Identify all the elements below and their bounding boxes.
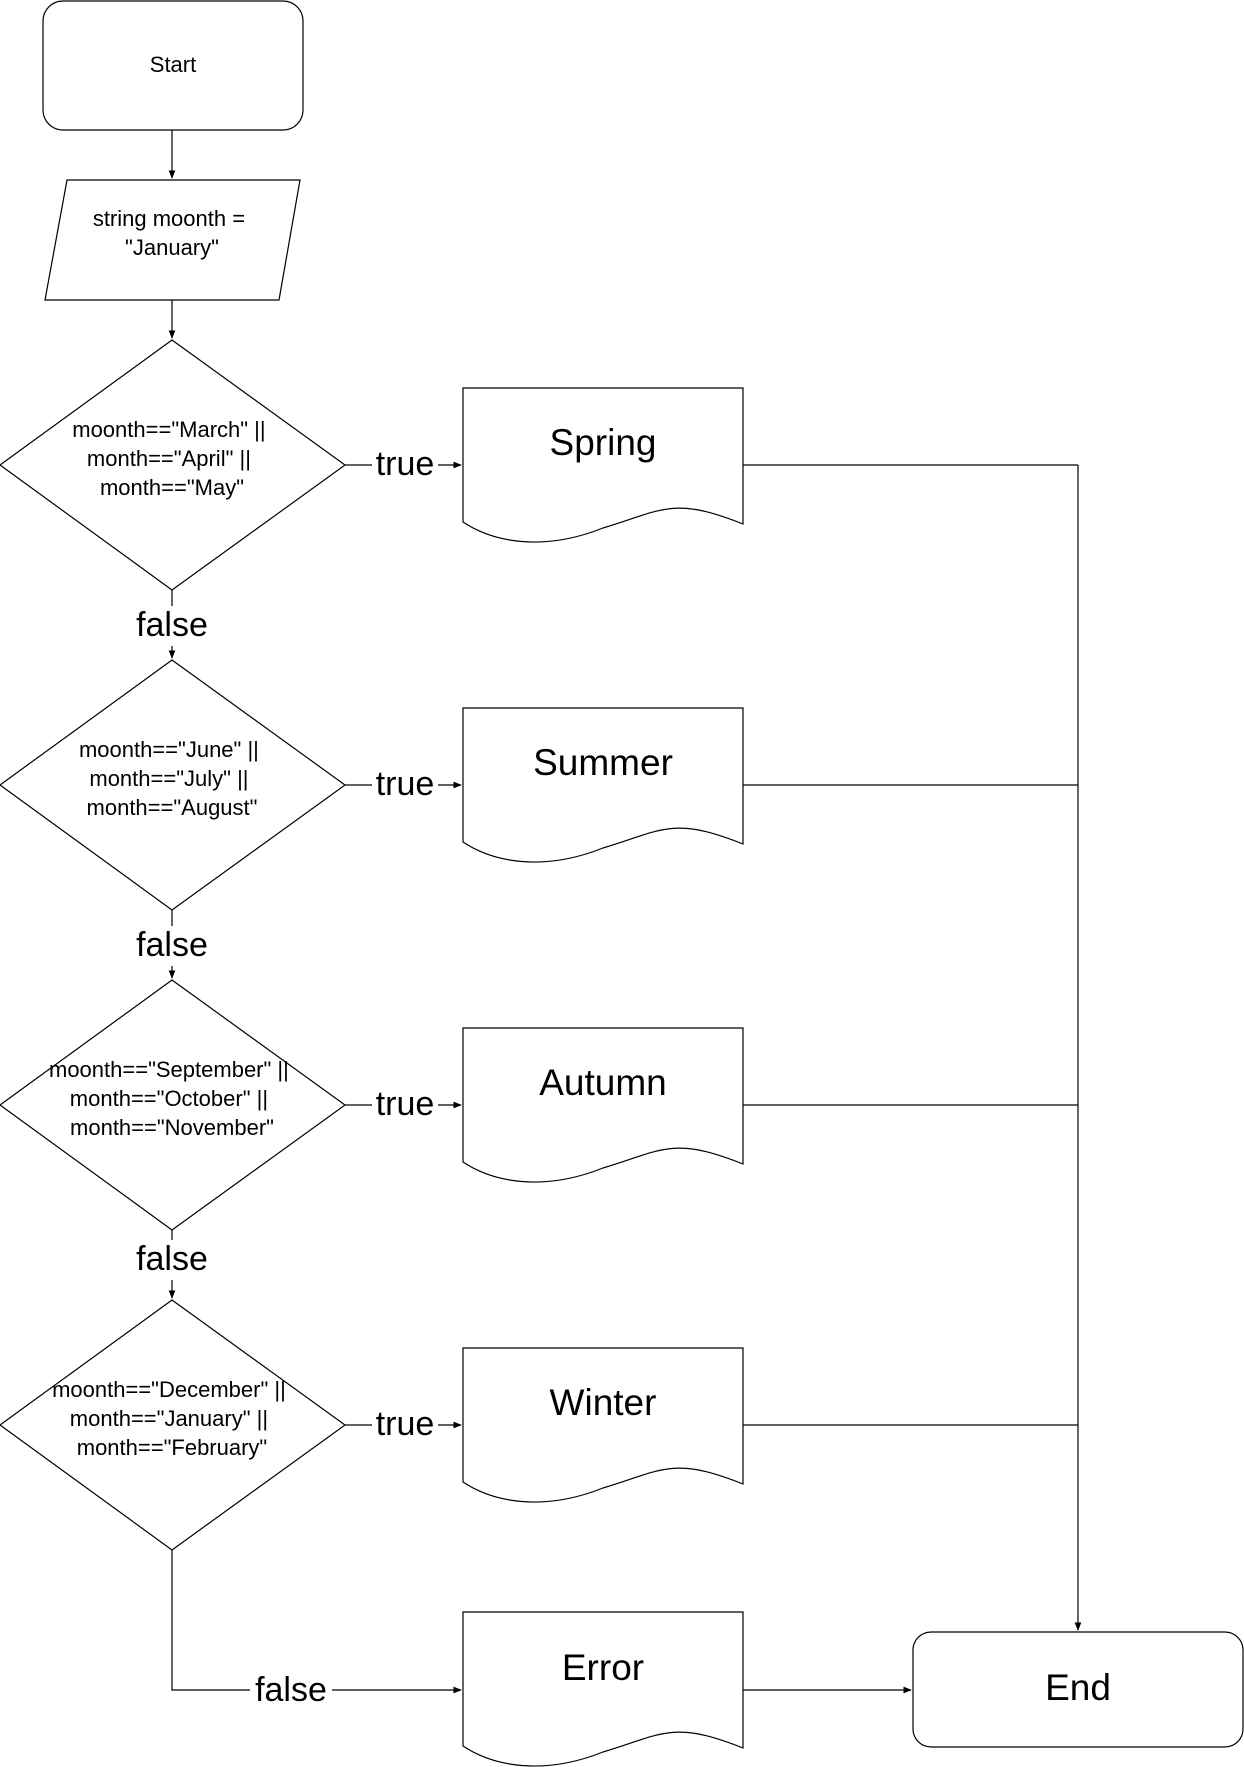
decision-autumn — [0, 979, 347, 1231]
decision-winter — [0, 1299, 347, 1551]
decision-summer — [0, 659, 347, 911]
output-autumn — [462, 1027, 744, 1183]
output-winter-label: Winter — [550, 1382, 657, 1423]
decision-spring — [0, 339, 347, 591]
true-label-2: true — [376, 765, 435, 803]
output-summer — [462, 707, 744, 863]
decision-summer-line-3: month=="August" — [87, 795, 258, 820]
decision-autumn-line-1: moonth=="September" || — [49, 1057, 289, 1082]
input-parallelogram — [44, 179, 301, 301]
decision-summer-line-1: moonth=="June" || — [79, 737, 259, 762]
output-summer-label: Summer — [533, 742, 673, 783]
start-terminal — [42, 0, 304, 131]
decision-spring-line-1: moonth=="March" || — [72, 417, 265, 442]
output-error — [462, 1611, 744, 1767]
output-autumn-label: Autumn — [539, 1062, 667, 1103]
decision-autumn-line-3: month=="November" — [70, 1115, 274, 1140]
decision-autumn-text: moonth=="September" || month=="October" … — [49, 1057, 295, 1140]
edge-d4-false — [171, 1550, 462, 1694]
decision-spring-line-3: month=="May" — [100, 475, 244, 500]
start-label: Start — [150, 52, 196, 77]
output-winter — [462, 1347, 744, 1503]
false-label-2: false — [136, 926, 208, 964]
decision-winter-line-1: moonth=="December" || — [52, 1377, 286, 1402]
output-error-label: Error — [562, 1647, 644, 1688]
false-label-4: false — [255, 1671, 327, 1709]
end-terminal — [912, 1631, 1244, 1748]
decision-summer-text: moonth=="June" || month=="July" || month… — [79, 737, 265, 820]
decision-winter-line-3: month=="February" — [77, 1435, 268, 1460]
true-label-1: true — [376, 445, 435, 483]
true-label-3: true — [376, 1085, 435, 1123]
input-label-line-1: string moonth = — [93, 206, 245, 231]
decision-autumn-line-2: month=="October" || — [70, 1086, 268, 1111]
input-label-line-2: "January" — [125, 235, 219, 260]
decision-spring-line-2: month=="April" || — [87, 446, 251, 471]
output-spring-label: Spring — [550, 422, 657, 463]
decision-winter-line-2: month=="January" || — [70, 1406, 268, 1431]
end-label: End — [1045, 1667, 1111, 1708]
output-spring — [462, 387, 744, 543]
false-label-3: false — [136, 1240, 208, 1278]
decision-spring-text: moonth=="March" || month=="April" || mon… — [72, 417, 271, 500]
false-label-1: false — [136, 606, 208, 644]
input-label: string moonth = "January" — [93, 206, 251, 260]
true-label-4: true — [376, 1405, 435, 1443]
decision-summer-line-2: month=="July" || — [89, 766, 248, 791]
decision-winter-text: moonth=="December" || month=="January" |… — [52, 1377, 292, 1460]
